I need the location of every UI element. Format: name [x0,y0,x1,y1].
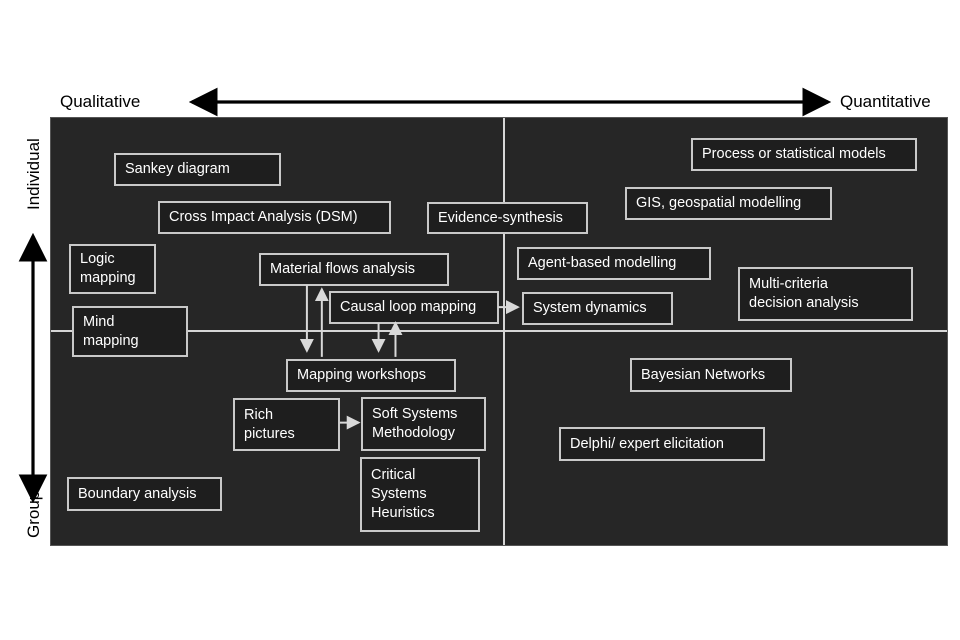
technique-box-system-dynamics[interactable]: System dynamics [522,292,673,325]
axis-label-group: Group [24,490,43,538]
technique-box-delphi-expert-elicitation[interactable]: Delphi/ expert elicitation [559,427,765,461]
technique-box-causal-loop-mapping[interactable]: Causal loop mapping [329,291,499,324]
technique-box-process-statistical-models[interactable]: Process or statistical models [691,138,917,171]
technique-box-cross-impact-analysis[interactable]: Cross Impact Analysis (DSM) [158,201,391,234]
axis-label-individual: Individual [24,138,43,210]
technique-box-soft-systems-methodology[interactable]: Soft Systems Methodology [361,397,486,451]
technique-box-bayesian-networks[interactable]: Bayesian Networks [630,358,792,392]
axis-label-quantitative: Quantitative [840,92,931,111]
technique-box-boundary-analysis[interactable]: Boundary analysis [67,477,222,511]
technique-box-evidence-synthesis[interactable]: Evidence-synthesis [427,202,588,234]
technique-box-critical-systems-heuristics[interactable]: Critical Systems Heuristics [360,457,480,532]
technique-box-mind-mapping[interactable]: Mind mapping [72,306,188,357]
technique-box-multi-criteria-decision[interactable]: Multi-criteria decision analysis [738,267,913,321]
technique-box-logic-mapping[interactable]: Logic mapping [69,244,156,294]
technique-box-gis-geospatial-modelling[interactable]: GIS, geospatial modelling [625,187,832,220]
axis-label-qualitative: Qualitative [60,92,141,111]
technique-box-mapping-workshops[interactable]: Mapping workshops [286,359,456,392]
technique-box-rich-pictures[interactable]: Rich pictures [233,398,340,451]
technique-box-sankey-diagram[interactable]: Sankey diagram [114,153,281,186]
technique-box-material-flows-analysis[interactable]: Material flows analysis [259,253,449,286]
technique-box-agent-based-modelling[interactable]: Agent-based modelling [517,247,711,280]
quadrant-divider-horizontal [51,330,947,332]
